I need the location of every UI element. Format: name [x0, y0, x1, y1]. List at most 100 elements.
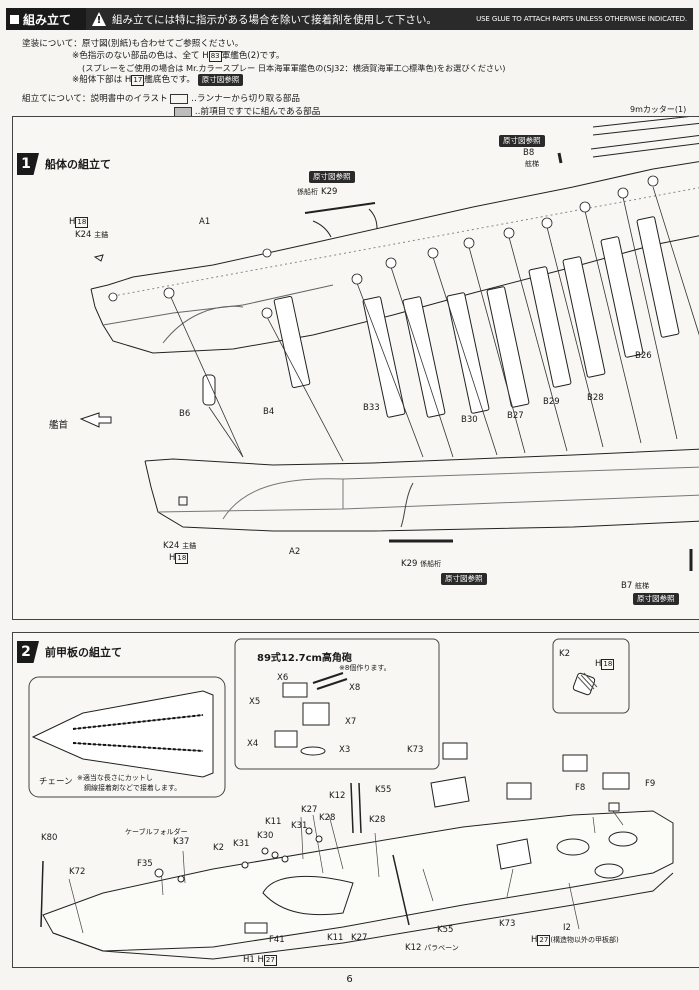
warning-en: USE GLUE TO ATTACH PARTS UNLESS OTHERWIS…: [476, 15, 687, 23]
glue-warning: ! 組み立てには特に指示がある場合を除いて接着剤を使用して下さい。 USE GL…: [86, 8, 693, 30]
label-k29-top-note: 係船桁: [297, 188, 318, 196]
label-k28b: K28: [369, 815, 386, 825]
prebuilt-part-legend-box: [174, 106, 192, 117]
step1-number: 1: [17, 153, 39, 175]
label-k27a: K27: [301, 805, 318, 815]
label-k29-bot-tag: 原寸図参照: [441, 573, 487, 585]
label-a2: A2: [289, 547, 301, 557]
gun-title: 89式12.7cm高角砲: [257, 653, 352, 664]
foredeck-illustration: [28, 638, 674, 960]
label-b26: B26: [635, 351, 652, 361]
warning-mark: !: [96, 15, 102, 26]
step2-title: 前甲板の組立て: [45, 646, 122, 659]
label-k24-top: K24 主錨: [75, 230, 108, 240]
label-f41: F41: [269, 935, 285, 945]
label-h18-top-text: H: [69, 217, 76, 227]
section-title-text: 組み立て: [23, 12, 72, 27]
label-b28: B28: [587, 393, 604, 403]
label-b7-tag: 原寸図参照: [633, 593, 679, 605]
prebuilt-part-legend-text: ‥前項目ですでに組んである部品: [194, 107, 321, 117]
page-number: 6: [346, 974, 353, 985]
label-b30: B30: [461, 415, 478, 425]
hull-illustration: [79, 117, 699, 571]
chain-note-1: ※適当な長さにカットし: [77, 774, 153, 782]
label-k31b: K31: [291, 821, 308, 831]
k2-inset-color-text: H: [595, 659, 602, 669]
color-code-box: 18: [601, 659, 615, 670]
gun-part-x8: X8: [349, 683, 361, 693]
label-k11b: K11: [327, 933, 344, 943]
gun-part-x5: X5: [249, 697, 261, 707]
label-b8-tag: 原寸図参照: [499, 135, 545, 147]
color-code-box: 18: [75, 217, 89, 228]
label-k24-bot: K24 主錨: [163, 541, 196, 551]
chain-label: チェーン: [39, 777, 73, 787]
label-h18-bot-text: H: [169, 553, 176, 563]
label-b7-text: B7: [621, 581, 633, 591]
gun-part-x6: X6: [277, 673, 289, 683]
runner-part-legend-text: ‥ランナーから切り取る部品: [191, 94, 301, 104]
gun-part-x4: X4: [247, 739, 259, 749]
assembly-label: 組立てについて：説明書中のイラスト: [22, 94, 168, 104]
label-f35: F35: [137, 859, 153, 869]
label-k31a: K31: [233, 839, 250, 849]
assembly-note: 組立てについて：説明書中のイラスト ‥ランナーから切り取る部品: [22, 93, 300, 105]
label-k12b-note: パラベーン: [424, 944, 459, 952]
label-k24-top-note: 主錨: [94, 231, 109, 239]
painting-note-2-text: ※色指示のない部品の色は、全て H: [72, 51, 209, 61]
gun-note: ※8個作ります。: [339, 664, 391, 672]
label-b27: B27: [507, 411, 524, 421]
label-k28a: K28: [319, 813, 336, 823]
reference-tag: 原寸図参照: [197, 74, 244, 86]
color-code-box: 27: [537, 935, 551, 946]
label-k29-top: K29: [321, 187, 338, 197]
label-h27b-text: H: [531, 935, 538, 945]
label-h27a-text: H: [257, 955, 264, 965]
label-k73b: K73: [499, 919, 516, 929]
step2-heading: 2 前甲板の組立て: [17, 641, 122, 663]
k2-inset-label: K2: [559, 649, 570, 659]
label-k55b: K55: [437, 925, 454, 935]
label-h27b-note: (構造物以外の甲板部): [550, 936, 619, 944]
cutter-label: 9mカッター(1): [630, 105, 687, 114]
label-cable-holder: ケーブルフォルダー: [125, 828, 188, 836]
label-k73a: K73: [407, 745, 424, 755]
label-k37: K37: [173, 837, 190, 847]
label-h1-text: H1: [243, 955, 255, 965]
label-b7-note: 舷梯: [634, 582, 649, 590]
label-k27b: K27: [351, 933, 368, 943]
label-k11a: K11: [265, 817, 282, 827]
label-b8: B8: [523, 148, 535, 158]
chain-note-2: 鋼線接着剤などで接着します。: [77, 784, 182, 792]
color-code-box: 17: [131, 75, 145, 86]
label-b8-note: 舷梯: [525, 160, 539, 168]
square-bullet-icon: [10, 14, 19, 24]
label-i2: I2: [563, 923, 571, 933]
gun-part-x3: X3: [339, 745, 351, 755]
label-f9: F9: [645, 779, 656, 789]
label-k12b-text: K12: [405, 943, 422, 953]
label-k24-bot-note: 主錨: [182, 542, 197, 550]
label-k12a: K12: [329, 791, 346, 801]
painting-note-2-tail: 軍艦色(2)です。: [221, 51, 285, 61]
label-k29-bot: K29 係船桁: [401, 559, 441, 569]
painting-note-1: 塗装について：原寸図(別紙)も合わせてご参照ください。: [22, 39, 244, 49]
label-a1: A1: [199, 217, 211, 227]
step2-number: 2: [17, 641, 39, 663]
runner-part-legend-box: [170, 93, 189, 104]
color-code-box: 27: [263, 955, 277, 966]
step1-heading: 1 船体の組立て: [17, 153, 111, 175]
painting-note-3: (スプレーをご使用の場合は Mr.カラースプレー 日本海軍軍艦色の(SJ32：横…: [82, 63, 506, 73]
label-k2: K2: [213, 843, 224, 853]
label-k29-bot-text: K29: [401, 559, 418, 569]
label-b33: B33: [363, 403, 380, 413]
label-b7: B7 舷梯: [621, 581, 649, 591]
painting-note-4-tail: 艦底色です。: [144, 75, 195, 85]
label-k72: K72: [69, 867, 86, 877]
header-bar: 組み立て ! 組み立てには特に指示がある場合を除いて接着剤を使用して下さい。 U…: [6, 8, 693, 30]
